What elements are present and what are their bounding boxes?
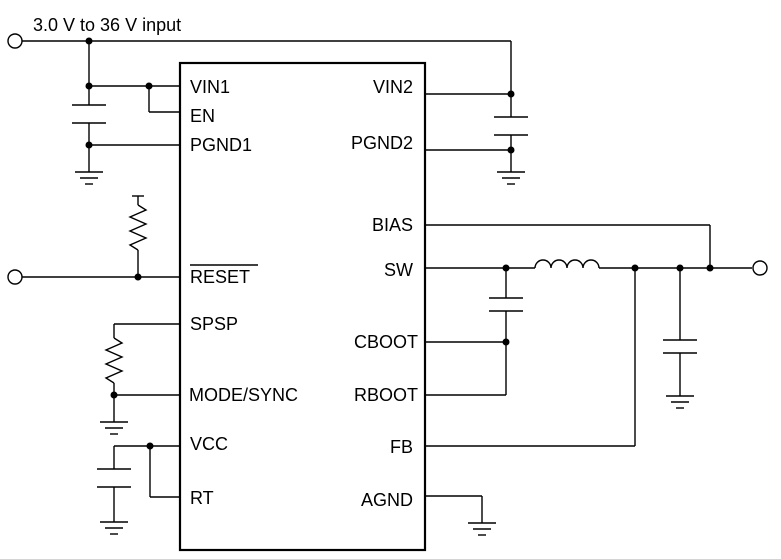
pin-label-pgnd1: PGND1 xyxy=(190,135,252,155)
ground-symbol-output xyxy=(666,395,694,409)
ground-symbol-mode xyxy=(100,421,128,435)
junction-vcc xyxy=(146,442,154,450)
junction-bias xyxy=(706,264,714,272)
input-capacitor-left xyxy=(72,104,106,124)
pin-label-vin1: VIN1 xyxy=(190,77,230,97)
vcc-capacitor xyxy=(97,468,131,488)
input-wires xyxy=(22,40,511,172)
junction-mode-sync xyxy=(110,391,118,399)
pin-label-agnd: AGND xyxy=(361,490,413,510)
junction-vin2 xyxy=(507,90,515,98)
pin-label-fb: FB xyxy=(390,437,413,457)
pin-label-vin2: VIN2 xyxy=(373,77,413,97)
output-capacitor xyxy=(663,268,697,396)
inductor xyxy=(534,259,600,269)
fb-wire xyxy=(425,268,636,447)
reset-pullup-resistor xyxy=(128,195,148,277)
junction-vin1 xyxy=(85,82,93,90)
vin2-wires xyxy=(425,41,512,172)
ground-symbol-vcc xyxy=(100,521,128,535)
input-voltage-label: 3.0 V to 36 V input xyxy=(33,15,181,35)
pin-label-en: EN xyxy=(190,106,215,126)
pin-label-rboot: RBOOT xyxy=(354,385,418,405)
boot-capacitor xyxy=(425,268,523,396)
output-terminal xyxy=(752,260,768,276)
pin-label-bias: BIAS xyxy=(372,215,413,235)
input-capacitor-right xyxy=(494,116,528,136)
agnd-wire xyxy=(425,495,483,523)
pin-label-spsp: SPSP xyxy=(190,314,238,334)
pin-label-mode-sync: MODE/SYNC xyxy=(189,385,298,405)
pin-label-cboot: CBOOT xyxy=(354,332,418,352)
junction-pgnd1 xyxy=(85,141,93,149)
ic-body xyxy=(178,61,427,552)
pin-label-rt: RT xyxy=(190,488,214,508)
pin-label-vcc: VCC xyxy=(190,434,228,454)
bias-wire xyxy=(425,224,711,268)
ground-symbol-pgnd1 xyxy=(75,171,103,185)
reset-terminal xyxy=(7,269,23,285)
junction-input-top xyxy=(85,37,93,45)
junction-en xyxy=(145,82,153,90)
input-terminal xyxy=(7,33,23,49)
junction-pgnd2 xyxy=(507,146,515,154)
ground-symbol-pgnd2 xyxy=(497,171,525,185)
vcc-wires xyxy=(113,445,180,522)
pin-label-sw: SW xyxy=(384,260,413,280)
pin-label-pgnd2: PGND2 xyxy=(351,133,413,153)
pin-label-reset: RESET xyxy=(190,267,250,287)
junction-cboot xyxy=(502,338,510,346)
spsp-mode-resistor xyxy=(104,323,180,422)
ground-symbol-agnd xyxy=(468,522,496,536)
